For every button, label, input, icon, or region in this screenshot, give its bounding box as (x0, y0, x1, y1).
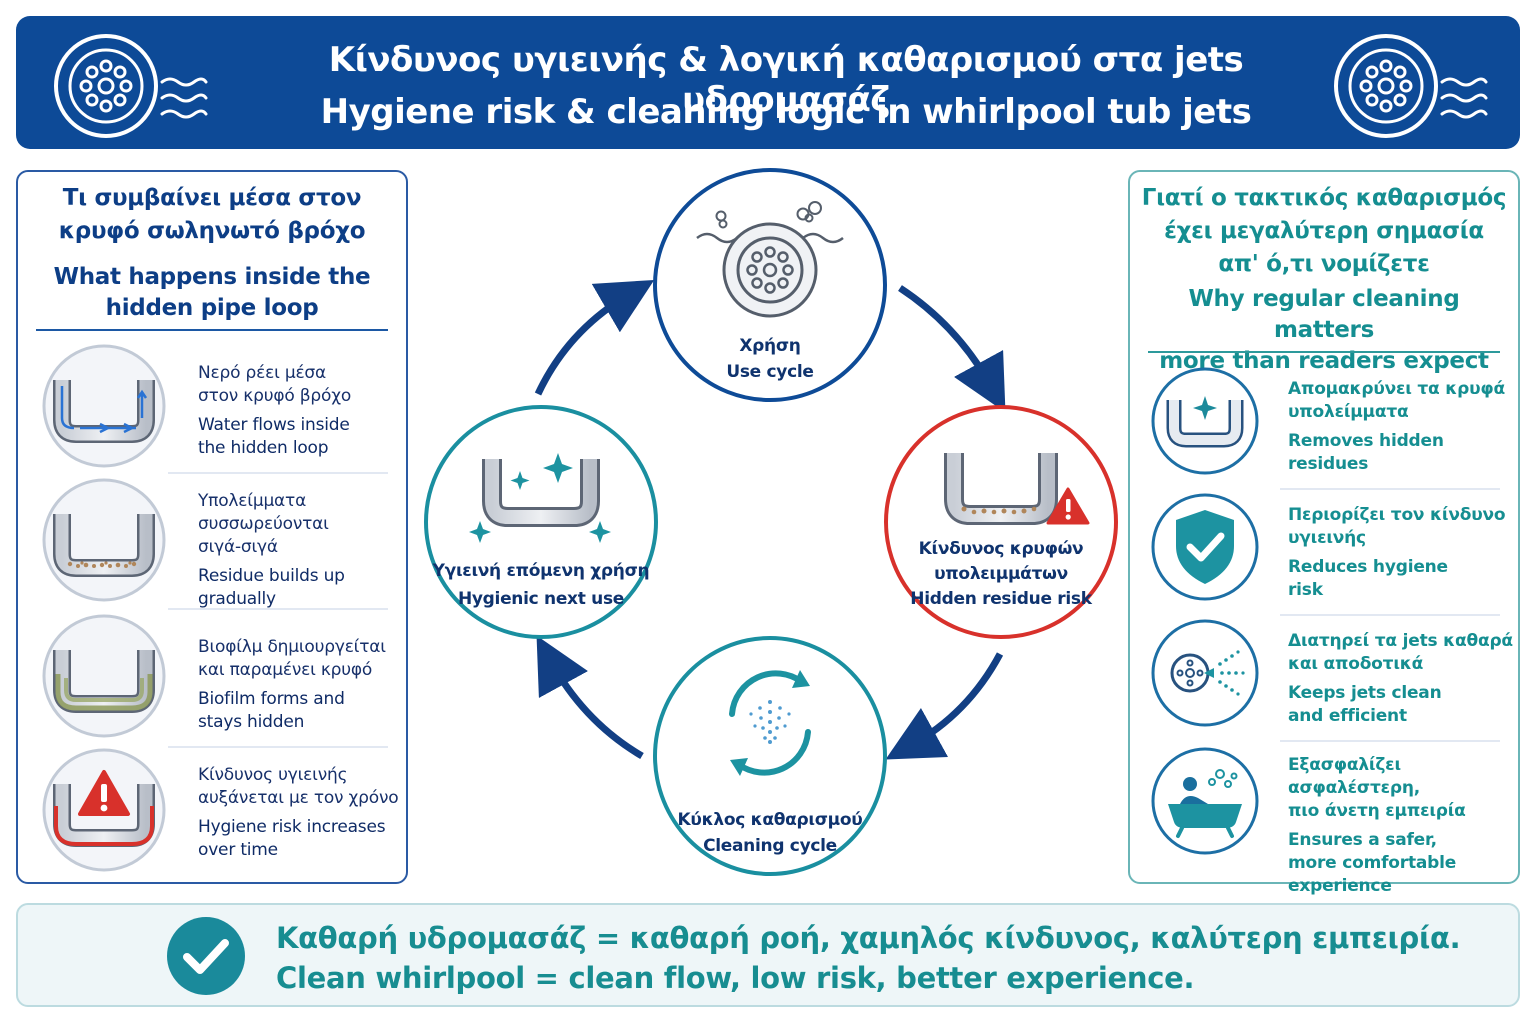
item-text-greek: συσσωρεύονται (198, 514, 329, 534)
node-label-english: Hidden residue risk (910, 589, 1092, 609)
item-text-greek: και παραμένει κρυφό (198, 660, 373, 680)
item-text-english: and efficient (1288, 706, 1407, 726)
node-label-english: Cleaning cycle (703, 836, 837, 856)
node-label-greek: Κύκλος καθαρισμού (677, 810, 863, 830)
item-text-greek: πιο άνετη εμπειρία (1288, 801, 1466, 821)
item-text-greek: Νερό ρέει μέσα (198, 363, 327, 383)
item-text-greek: Υπολείμματα (198, 491, 307, 511)
cycle-node-hygienic-next-use: Υγιεινή επόμενη χρήση Hygienic next use (424, 405, 658, 639)
item-text-english: Keeps jets clean (1288, 683, 1442, 703)
node-label-english: Hygienic next use (457, 589, 625, 609)
footer-text-english: Clean whirlpool = clean flow, low risk, … (276, 961, 1195, 995)
left-panel-hidden-loop: Τι συμβαίνει μέσα στον κρυφό σωληνωτό βρ… (16, 170, 408, 884)
item-text-greek: σιγά-σιγά (198, 537, 278, 557)
item-text-english: more comfortable (1288, 853, 1457, 873)
arrow-right-to-bottom (885, 652, 1004, 760)
item-text-english: residues (1288, 454, 1369, 474)
arrow-left-to-top (534, 279, 655, 396)
jet-waves-icon (52, 30, 212, 144)
item-text-english: Water flows inside (198, 415, 350, 435)
divider (1280, 614, 1500, 616)
node-label-greek: Υγιεινή επόμενη χρήση (432, 561, 650, 581)
item-text-english: Residue builds up (198, 566, 345, 586)
left-panel-title-english: What happens inside the hidden pipe loop (53, 264, 371, 321)
bathtub-person-icon (1150, 746, 1260, 860)
pipe-water-flow-icon (40, 342, 168, 474)
item-text-english: the hidden loop (198, 438, 329, 458)
cycle-node-hidden-residue-risk: Κίνδυνος κρυφών υπολειμμάτων Hidden resi… (884, 405, 1118, 639)
shield-check-icon (1150, 492, 1260, 606)
left-panel-title-greek: Τι συμβαίνει μέσα στον κρυφό σωληνωτό βρ… (58, 185, 366, 244)
item-text-greek: υγιεινής (1288, 528, 1366, 548)
pipe-biofilm-icon (40, 612, 168, 744)
arrow-top-to-right (898, 285, 1006, 413)
right-panel-title-greek: Γιατί ο τακτικός καθαρισμός έχει μεγαλύτ… (1141, 185, 1507, 277)
cycle-node-use: Χρήση Use cycle (653, 168, 887, 402)
item-text-greek: στον κρυφό βρόχο (198, 386, 352, 406)
item-text-greek: και αποδοτικά (1288, 654, 1424, 674)
check-circle-icon (167, 917, 245, 995)
refresh-cycle-icon (729, 670, 811, 776)
divider (168, 746, 388, 748)
item-text-english: over time (198, 840, 278, 860)
arrow-bottom-to-left (536, 635, 644, 760)
divider (168, 472, 388, 474)
node-label-english: Use cycle (726, 362, 814, 382)
jet-waves-icon (1332, 30, 1492, 144)
divider (36, 329, 388, 331)
node-label-greek: Κίνδυνος κρυφών υπολειμμάτων (918, 539, 1084, 584)
header-title-greek: Κίνδυνος υγιεινής & λογική καθαρισμού στ… (328, 40, 1244, 120)
item-text-greek: Διατηρεί τα jets καθαρά (1288, 631, 1513, 651)
item-text-english: gradually (198, 589, 276, 609)
item-text-english: Ensures a safer, (1288, 830, 1437, 850)
item-text-greek: Εξασφαλίζει ασφαλέστερη, (1288, 755, 1420, 798)
item-text-english: risk (1288, 580, 1323, 600)
item-text-greek: υπολείμματα (1288, 402, 1409, 422)
item-text-english: Removes hidden (1288, 431, 1444, 451)
item-text-english: Reduces hygiene (1288, 557, 1448, 577)
item-text-english: Biofilm forms and (198, 689, 345, 709)
footer-summary-banner: Καθαρή υδρομασάζ = καθαρή ροή, χαμηλός κ… (16, 903, 1520, 1007)
item-text-english: stays hidden (198, 712, 305, 732)
item-text-greek: Περιορίζει τον κίνδυνο (1288, 505, 1506, 525)
footer-text-greek: Καθαρή υδρομασάζ = καθαρή ροή, χαμηλός κ… (276, 921, 1461, 955)
jet-spray-icon (1150, 618, 1260, 732)
divider (168, 608, 388, 610)
pipe-warning-icon (40, 746, 168, 878)
clean-pipe-sparkle-icon (469, 453, 611, 543)
header-title-english: Hygiene risk & cleaning logic in whirlpo… (320, 92, 1252, 132)
item-text-greek: Απομακρύνει τα κρυφά (1288, 379, 1505, 399)
node-label-greek: Χρήση (739, 336, 801, 356)
item-text-greek: αυξάνεται με τον χρόνο (198, 788, 399, 808)
header-banner: Κίνδυνος υγιεινής & λογική καθαρισμού στ… (16, 16, 1520, 149)
divider (1280, 488, 1500, 490)
pipe-residue-warning-icon (944, 453, 1090, 525)
item-text-english: Hygiene risk increases (198, 817, 386, 837)
item-text-greek: Κίνδυνος υγιεινής (198, 765, 348, 785)
right-panel-why-cleaning: Γιατί ο τακτικός καθαρισμός έχει μεγαλύτ… (1128, 170, 1520, 896)
clean-pipe-sparkle-icon (1150, 366, 1260, 480)
pipe-residue-icon (40, 476, 168, 608)
item-text-english: experience (1288, 876, 1392, 896)
item-text-greek: Βιοφίλμ δημιουργείται (198, 637, 386, 657)
jet-bubbles-icon (696, 201, 844, 318)
divider (1280, 740, 1500, 742)
cycle-node-cleaning: Κύκλος καθαρισμού Cleaning cycle (653, 636, 887, 876)
divider (1148, 351, 1500, 353)
